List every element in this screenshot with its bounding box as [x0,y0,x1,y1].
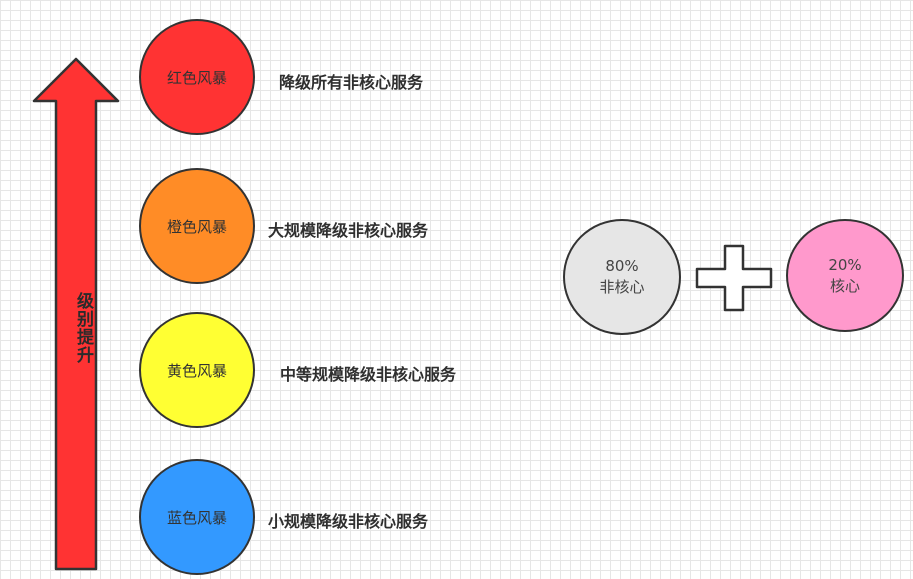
orange-storm-label: 橙色风暴 [166,217,227,236]
non-core-label: 非核心 [599,278,645,296]
yellow-storm-description: 中等规模降级非核心服务 [280,365,457,384]
non-core-circle: 80% 非核心 [563,219,681,335]
red-storm-circle: 红色风暴 [139,19,255,135]
level-up-arrow [32,57,120,571]
blue-storm-circle: 蓝色风暴 [139,459,255,575]
core-circle: 20% 核心 [786,219,904,332]
core-percent: 20% [828,255,862,274]
orange-storm-description: 大规模降级非核心服务 [268,221,429,240]
yellow-storm-label: 黄色风暴 [166,361,227,380]
red-storm-label: 红色风暴 [166,68,227,87]
yellow-storm-circle: 黄色风暴 [139,312,255,428]
level-up-arrow-shape [32,57,120,571]
orange-storm-circle: 橙色风暴 [139,168,255,284]
plus-shape [695,244,773,312]
red-storm-description: 降级所有非核心服务 [279,73,424,92]
non-core-percent: 80% [605,257,639,275]
blue-storm-description: 小规模降级非核心服务 [268,512,429,531]
core-label: 核心 [829,276,860,295]
level-up-label: 级别提升 [73,292,93,364]
plus-icon [695,244,773,312]
blue-storm-label: 蓝色风暴 [166,508,227,527]
